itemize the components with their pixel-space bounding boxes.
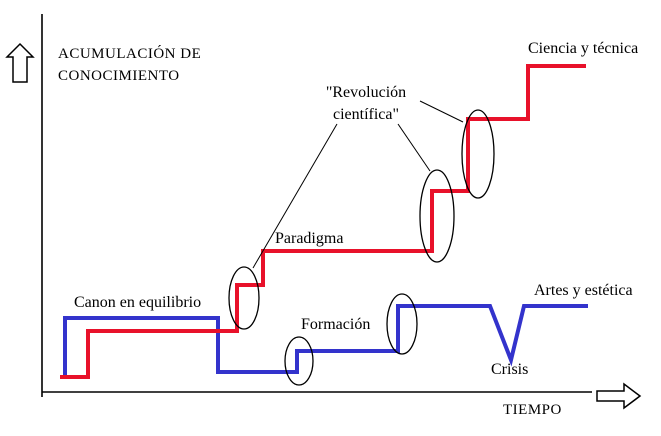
revolution-ellipse-2 [419,169,455,263]
science-line [60,64,586,379]
revolution-connector-1 [252,123,338,269]
y-axis-label-line1: ACUMULACIÓN DE [58,45,201,62]
arts-series-label: Artes y estética [534,282,633,299]
arts-line [63,304,588,375]
revolution-label-line2: científica" [333,106,399,123]
arts-step-ellipse [386,293,418,355]
formation-label: Formación [301,316,370,333]
paradigm-label: Paradigma [275,230,343,247]
revolution-connector-3 [419,100,464,123]
revolution-ellipse-1 [228,266,260,330]
right-arrow-icon [596,382,642,410]
crisis-label: Crisis [491,361,528,378]
x-axis-label: TIEMPO [503,402,562,418]
revolution-ellipse-3 [461,109,495,199]
science-series-label: Ciencia y técnica [528,40,638,57]
revolution-connector-2 [397,123,431,172]
up-arrow-icon [5,42,35,83]
canon-label: Canon en equilibrio [74,294,201,311]
revolution-label-line1: "Revolución [326,84,406,101]
y-axis-label-line2: CONOCIMIENTO [58,68,180,84]
formation-ellipse [284,336,314,386]
